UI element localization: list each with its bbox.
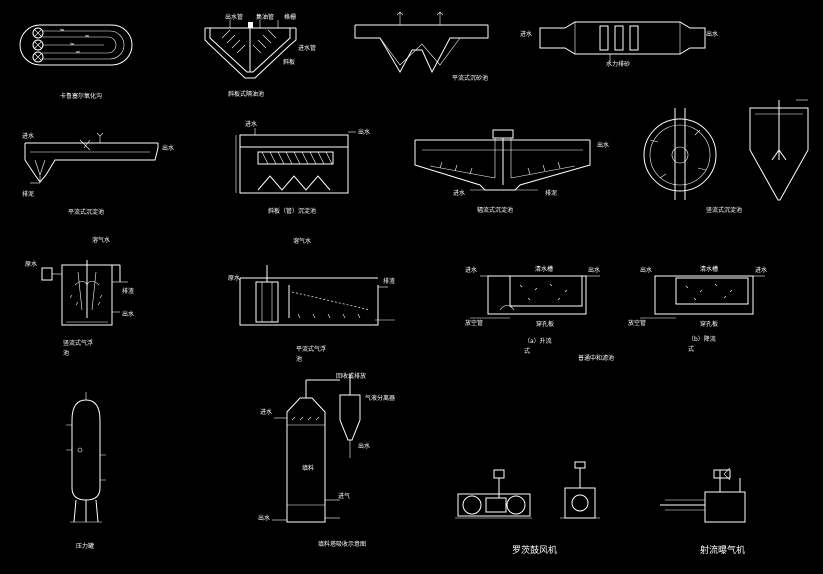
grit-inlet-label: 进水 bbox=[520, 30, 532, 38]
jet-aerator-diagram: 射流曝气机 bbox=[660, 467, 746, 556]
downflow-filter-diagram: 出水 清水槽 进水 放空管 穿孔板 （b）降流 式 bbox=[628, 265, 767, 353]
upflow-outlet-label: 出水 bbox=[588, 266, 600, 274]
hsed-caption: 平流式沉淀池 bbox=[68, 208, 104, 216]
radial-caption: 辐流式沉淀池 bbox=[477, 206, 513, 214]
tower-separator-label: 气液分离器 bbox=[365, 394, 395, 402]
itube-caption: 斜板（管）沉淀池 bbox=[268, 207, 316, 215]
radial-inlet-label: 进水 bbox=[453, 189, 465, 197]
haf-gas-label: 溶气水 bbox=[293, 237, 311, 245]
oxidation-ditch-diagram: 卡鲁塞尔氧化沟 bbox=[19, 24, 133, 100]
vertical-sed-caption: 竖流式沉淀池 bbox=[706, 206, 742, 214]
horizontal-air-flotation-diagram: 原水 溶气水 排渣 平流式气浮 池 bbox=[228, 237, 395, 363]
inclined-plate-caption: 斜板式隔油池 bbox=[228, 90, 264, 98]
itube-inlet-label: 进水 bbox=[245, 120, 257, 128]
pressure-tank-diagram: 压力罐 bbox=[66, 392, 106, 550]
grate-label: 格栅 bbox=[284, 13, 296, 21]
grit-outlet-label: 出水 bbox=[706, 30, 718, 38]
grit-chamber-caption: 平流式沉砂池 bbox=[452, 74, 488, 82]
upflow-caption-1: （a）升流 bbox=[524, 337, 552, 345]
upflow-caption-2: 式 bbox=[524, 347, 530, 355]
collection-pipe-label: 集油管 bbox=[256, 13, 274, 21]
tower-recovery-label: 回收或排放 bbox=[336, 372, 366, 380]
inclined-plate-separator-diagram: 出水管 集油管 格栅 进水管 斜板 斜板式隔油池 bbox=[204, 13, 316, 98]
vaf-slag-label: 排渣 bbox=[122, 287, 134, 295]
upflow-drain-label: 放空管 bbox=[465, 319, 483, 327]
neutralization-filter-caption: 普通中和滤池 bbox=[578, 354, 614, 362]
downflow-drain-label: 放空管 bbox=[628, 319, 646, 327]
itube-outlet-label: 出水 bbox=[358, 128, 370, 136]
grit-chamber-diagram: 平流式沉砂池 bbox=[354, 11, 489, 82]
radial-sedimentation-diagram: 进水 排泥 出水 辐流式沉淀池 bbox=[414, 129, 609, 214]
downflow-clear-water-label: 清水槽 bbox=[700, 265, 718, 273]
haf-raw-label: 原水 bbox=[228, 274, 240, 282]
oxidation-ditch-caption: 卡鲁塞尔氧化沟 bbox=[60, 92, 102, 100]
packed-tower-diagram: 回收或排放 气液分离器 进水 填料 出水 进气 出水 填料塔吸收示意图 bbox=[258, 372, 395, 548]
roots-blower-diagram: 罗茨鼓风机 bbox=[455, 461, 600, 556]
inclined-tube-sedimentation-diagram: 进水 出水 斜板（管）沉淀池 bbox=[235, 120, 370, 215]
hsed-mud-label: 排泥 bbox=[22, 190, 34, 198]
downflow-inlet-label: 进水 bbox=[755, 266, 767, 274]
outlet-pipe-label: 出水管 bbox=[225, 13, 243, 21]
jet-aerator-caption: 射流曝气机 bbox=[700, 544, 745, 556]
hydraulic-grit-caption: 水力排砂 bbox=[606, 60, 630, 68]
vaf-caption-2: 池 bbox=[63, 349, 69, 357]
haf-caption-2: 池 bbox=[296, 355, 302, 363]
tower-outlet-label: 出水 bbox=[358, 442, 370, 450]
upflow-clear-water-label: 清水槽 bbox=[535, 265, 553, 273]
tower-inlet-label: 进水 bbox=[260, 408, 272, 416]
radial-outlet-label: 出水 bbox=[597, 141, 609, 149]
hydraulic-grit-diagram: 进水 出水 水力排砂 bbox=[520, 21, 718, 68]
upflow-plate-label: 穿孔板 bbox=[536, 320, 554, 328]
tower-bottom-outlet-label: 出水 bbox=[258, 514, 270, 522]
horizontal-sedimentation-diagram: 进水 出水 排泥 平流式沉淀池 bbox=[22, 132, 174, 216]
tower-packing-label: 填料 bbox=[302, 464, 314, 472]
upflow-filter-diagram: 进水 清水槽 出水 放空管 穿孔板 （a）升流 式 bbox=[465, 265, 600, 355]
downflow-plate-label: 穿孔板 bbox=[700, 320, 718, 328]
plate-label: 斜板 bbox=[283, 58, 295, 66]
downflow-caption-1: （b）降流 bbox=[688, 335, 716, 343]
inlet-pipe-label: 进水管 bbox=[298, 44, 316, 52]
upflow-inlet-label: 进水 bbox=[465, 266, 477, 274]
haf-caption-1: 平流式气浮 bbox=[296, 345, 326, 353]
vaf-raw-label: 原水 bbox=[25, 260, 37, 268]
hsed-outlet-label: 出水 bbox=[162, 144, 174, 152]
pressure-tank-caption: 压力罐 bbox=[76, 542, 94, 550]
hsed-inlet-label: 进水 bbox=[22, 132, 34, 140]
vaf-caption-1: 竖流式气浮 bbox=[63, 339, 93, 347]
vaf-inlet-gas-label: 溶气水 bbox=[92, 236, 110, 244]
downflow-outlet-label: 出水 bbox=[640, 266, 652, 274]
downflow-caption-2: 式 bbox=[688, 345, 694, 353]
haf-slag-label: 排渣 bbox=[383, 277, 395, 285]
tower-gas-label: 进气 bbox=[338, 492, 350, 500]
roots-blower-caption: 罗茨鼓风机 bbox=[512, 544, 557, 556]
vaf-outlet-label: 出水 bbox=[122, 310, 134, 318]
vertical-sedimentation-diagram: 竖流式沉淀池 bbox=[643, 99, 809, 214]
vertical-air-flotation-diagram: 原水 溶气水 排渣 出水 竖流式气浮 池 bbox=[25, 236, 134, 357]
packed-tower-caption: 填料塔吸收示意图 bbox=[318, 540, 366, 548]
radial-mud-label: 排泥 bbox=[545, 189, 557, 197]
